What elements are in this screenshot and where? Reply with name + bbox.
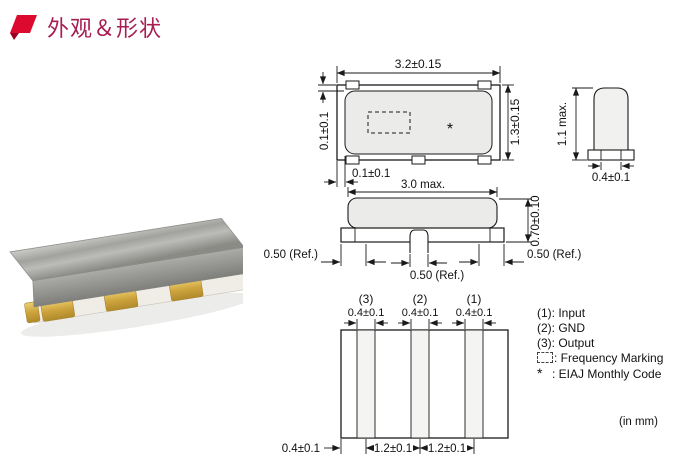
component-terminal-end: [24, 301, 41, 324]
dim-side-width: [588, 162, 634, 170]
dim-top-gap-horizontal: [324, 156, 358, 187]
dim-top-gap-vertical-label: 0.1±0.1: [319, 112, 331, 150]
frequency-marking-area: [367, 111, 411, 134]
dim-edge-label: 0.4±0.1: [282, 443, 320, 455]
dim-top-height: [502, 84, 514, 161]
dim-top-width-label: 3.2±0.15: [395, 57, 442, 71]
pin-label-2: (2): [413, 292, 428, 306]
dim-side-height-label: 1.1 max.: [557, 102, 569, 146]
dim-pad3-width-label: 0.4±0.1: [348, 307, 385, 319]
photo-shadow: [20, 292, 243, 337]
pitch-label-bg-right: [428, 442, 467, 454]
dim-front-center-ref-label: 0.50 (Ref.): [410, 270, 464, 282]
dim-front-width: [347, 187, 498, 197]
dim-top-gap-horizontal-label: 0.1±0.1: [352, 168, 390, 180]
pitch-label-bg-left: [374, 442, 413, 454]
dim-pad-widths: [344, 319, 496, 329]
component-photo: [9, 218, 243, 337]
dim-front-height-label: 0.70±0.10: [530, 195, 542, 246]
dim-pad1-width-label: 0.4±0.1: [456, 307, 493, 319]
units-note: (in mm): [619, 416, 658, 428]
top-view: [318, 66, 514, 187]
dashed-box-icon: [537, 352, 553, 363]
legend-pin1: (1): Input: [537, 306, 586, 320]
legend-code-label: : EIAJ Monthly Code: [552, 367, 662, 381]
pin-label-3: (3): [359, 292, 374, 306]
pad-1: [464, 329, 484, 439]
asterisk-icon: *: [537, 365, 543, 381]
dim-front-height: [499, 198, 532, 243]
eiaj-code-mark: *: [447, 121, 453, 138]
dim-pitch-right-label: 1.2±0.1: [428, 443, 466, 455]
dim-top-gap-vertical: [318, 72, 344, 103]
dim-top-width: [336, 66, 501, 83]
dim-pad2-width-label: 0.4±0.1: [402, 307, 439, 319]
section-header: 外观＆形状: [10, 11, 162, 43]
section-title: 外观＆形状: [47, 16, 163, 41]
dim-front-center-ref: [391, 254, 447, 267]
dim-front-left-ref: [321, 244, 386, 266]
dim-front-right-ref: [459, 244, 524, 266]
dim-side-width-label: 0.4±0.1: [592, 172, 630, 184]
legend-marking: : Frequency Marking: [537, 351, 663, 366]
legend-code: * : EIAJ Monthly Code: [537, 366, 663, 382]
bottom-view: [324, 319, 509, 454]
dim-front-left-ref-label: 0.50 (Ref.): [264, 249, 318, 261]
section-flag-icon: [10, 15, 37, 40]
center-terminal-bump: [409, 229, 429, 253]
pin-label-1: (1): [467, 292, 482, 306]
front-view: [321, 187, 532, 267]
dim-top-height-label: 1.3±0.15: [508, 98, 522, 145]
legend-pin3: (3): Output: [537, 336, 595, 350]
legend-marking-label: : Frequency Marking: [554, 351, 664, 365]
dim-front-right-ref-label: 0.50 (Ref.): [527, 249, 581, 261]
side-view: [572, 87, 635, 170]
legend: (1): Input (2): GND (3): Output : Freque…: [537, 306, 663, 382]
pad-2: [410, 329, 430, 439]
dim-side-height: [572, 87, 593, 161]
pad-3: [356, 329, 376, 439]
legend-pin2: (2): GND: [537, 321, 585, 335]
dim-pitch-left-label: 1.2±0.1: [374, 443, 412, 455]
component-lid-texture: [10, 218, 243, 307]
dim-front-width-label: 3.0 max.: [401, 179, 445, 191]
